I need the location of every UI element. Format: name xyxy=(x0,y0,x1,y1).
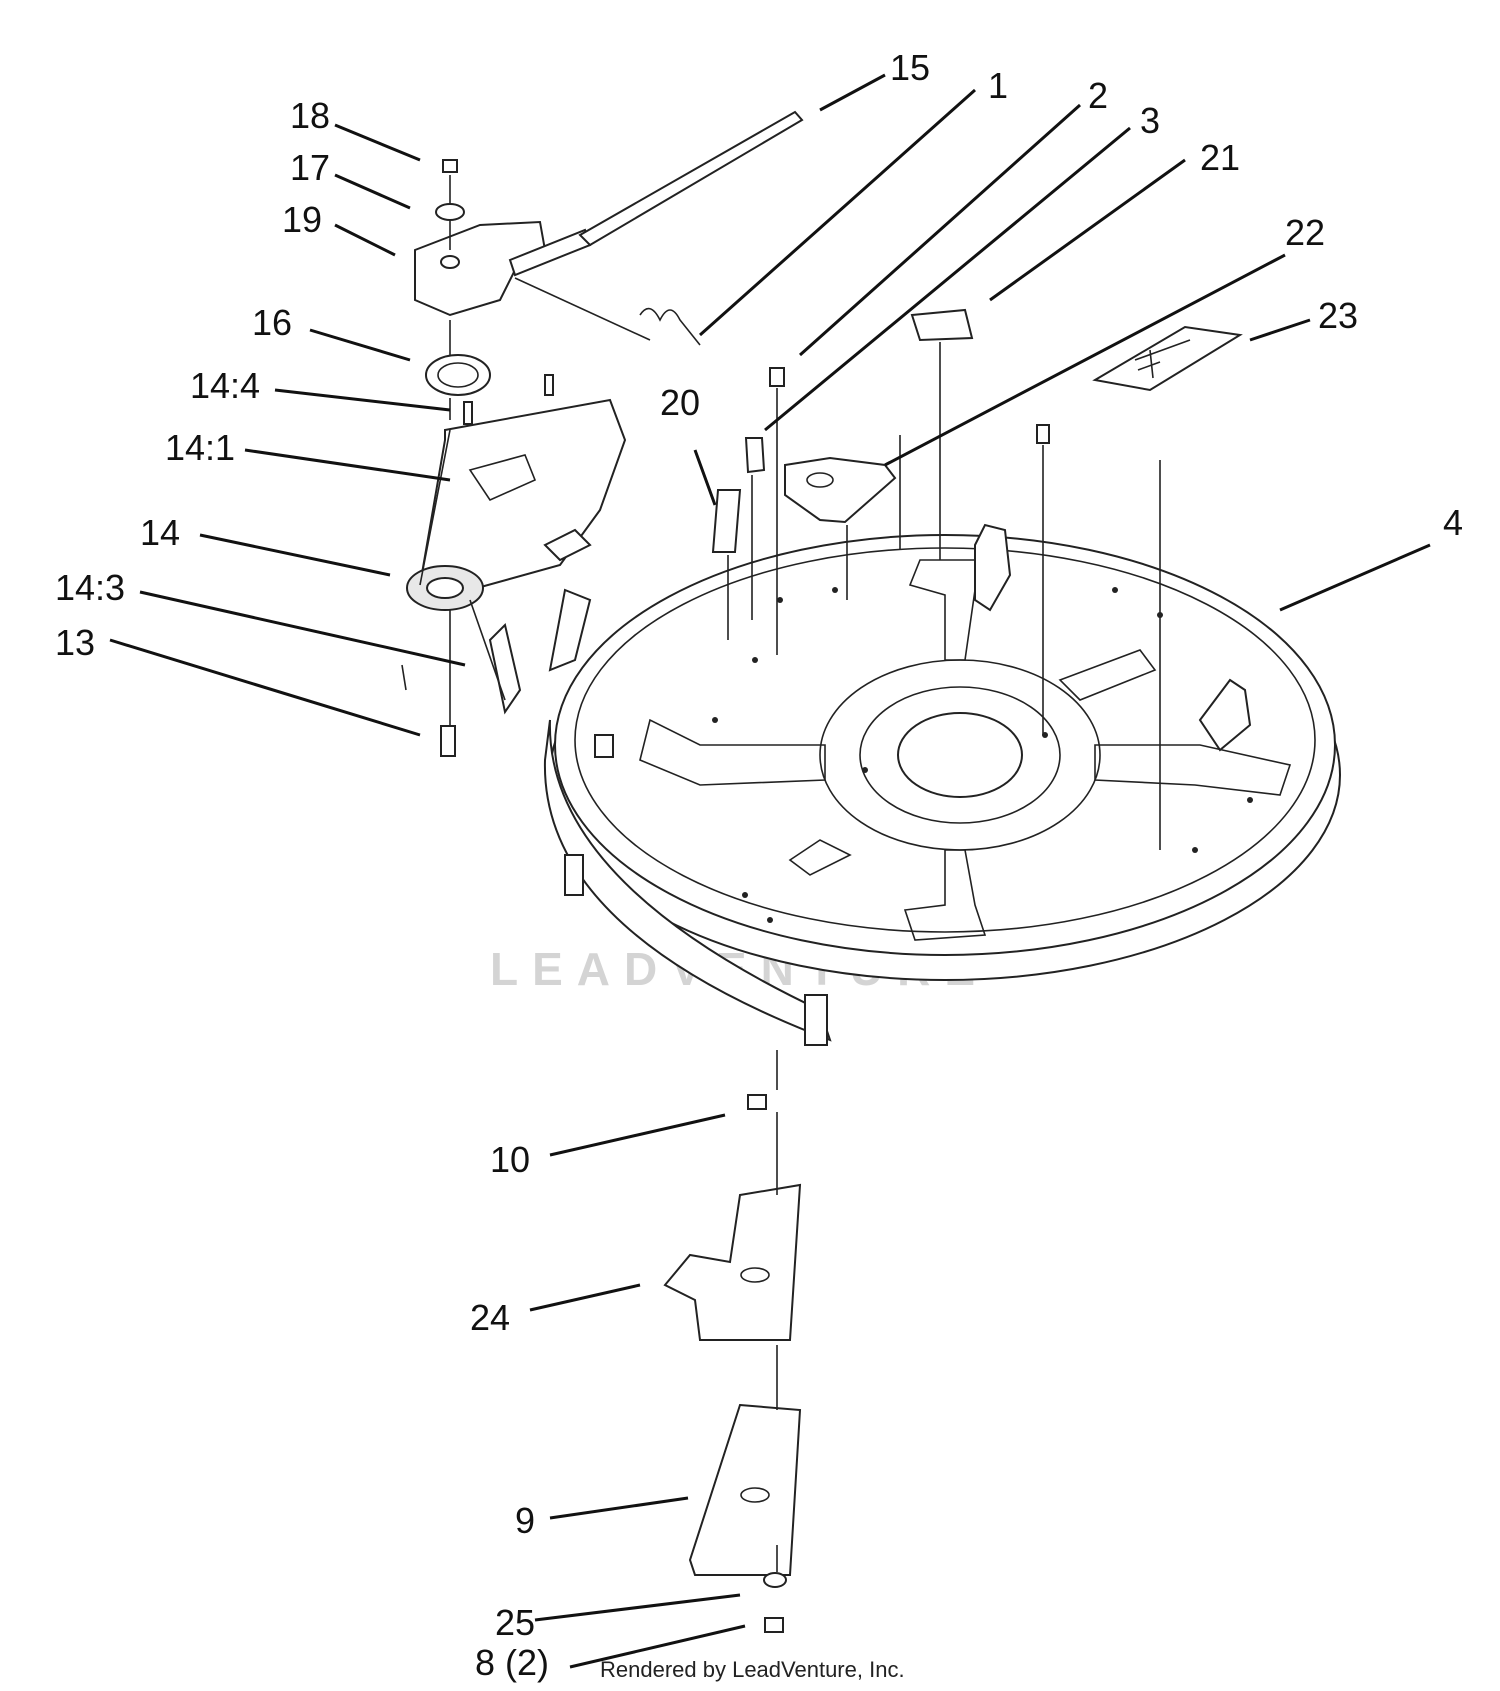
callout-20: 20 xyxy=(660,382,700,423)
nut-10 xyxy=(747,1094,767,1110)
callout-9: 9 xyxy=(515,1500,535,1541)
shield-22 xyxy=(784,456,897,524)
callout-19: 19 xyxy=(282,199,322,240)
callout-22: 22 xyxy=(1285,212,1325,253)
callout-14-4: 14:4 xyxy=(190,365,260,406)
idler-arm-14 xyxy=(418,398,627,592)
lower-parts xyxy=(663,1094,802,1633)
callout-10: 10 xyxy=(490,1139,530,1180)
rod-15 xyxy=(578,110,804,247)
deck-housing xyxy=(543,523,1341,1046)
bolt-13 xyxy=(440,725,456,757)
callout-24: 24 xyxy=(470,1297,510,1338)
nut-8 xyxy=(764,1617,784,1633)
hardware-and-labels xyxy=(711,308,1243,553)
plate-24 xyxy=(663,1183,802,1341)
nut-18 xyxy=(442,159,458,173)
bolt-right xyxy=(1036,424,1050,444)
callout-1: 1 xyxy=(988,65,1008,106)
label-21 xyxy=(910,308,974,342)
credit-text: Rendered by LeadVenture, Inc. xyxy=(600,1657,905,1682)
alignment-lines xyxy=(419,175,1161,1572)
callout-21: 21 xyxy=(1200,137,1240,178)
fitting-3 xyxy=(744,437,766,474)
callouts: 15 1 2 3 21 22 23 18 17 19 16 14:4 14:1 … xyxy=(55,47,1463,1683)
callout-4: 4 xyxy=(1443,502,1463,543)
callout-8: 8 (2) xyxy=(475,1642,549,1683)
washer-17 xyxy=(435,203,465,221)
callout-3: 3 xyxy=(1140,100,1160,141)
callout-15: 15 xyxy=(890,47,930,88)
label-20 xyxy=(711,489,742,553)
callout-14: 14 xyxy=(140,512,180,553)
decal-23 xyxy=(1092,325,1243,392)
callout-14-3: 14:3 xyxy=(55,567,125,608)
callout-2: 2 xyxy=(1088,75,1108,116)
callout-13: 13 xyxy=(55,622,95,663)
leader-lines xyxy=(109,73,1431,1669)
idler-arm-assembly xyxy=(401,110,804,757)
callout-25: 25 xyxy=(495,1602,535,1643)
bolt-2 xyxy=(769,367,785,387)
washer-25 xyxy=(763,1572,787,1588)
callout-18: 18 xyxy=(290,95,330,136)
callout-14-1: 14:1 xyxy=(165,427,235,468)
callout-23: 23 xyxy=(1318,295,1358,336)
bushing-16 xyxy=(425,354,491,396)
spring-1 xyxy=(639,307,701,346)
callout-17: 17 xyxy=(290,147,330,188)
callout-16: 16 xyxy=(252,302,292,343)
